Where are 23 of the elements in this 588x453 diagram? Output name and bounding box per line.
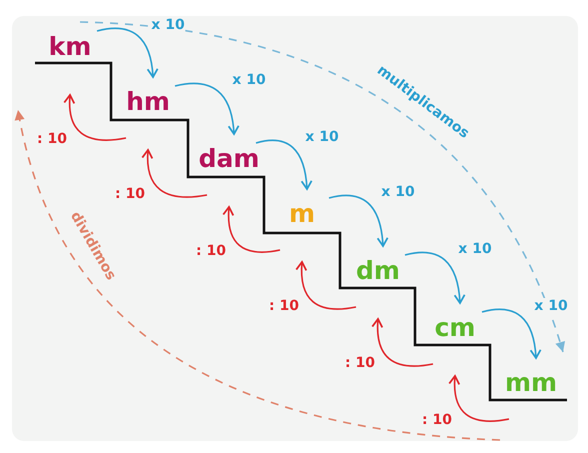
unit-label: mm — [504, 369, 558, 397]
unit-label: dam — [198, 145, 260, 173]
curved-arrow — [372, 318, 434, 367]
unit-label: cm — [434, 314, 476, 342]
curved-arrow — [64, 94, 126, 141]
edge-label: x 10 — [533, 298, 569, 314]
dashed-arrow — [80, 21, 564, 352]
unit-label: dm — [356, 257, 400, 285]
curved-arrow — [328, 194, 388, 247]
curved-arrow — [222, 206, 280, 253]
curved-arrow — [142, 149, 208, 198]
curved-arrow — [448, 375, 510, 422]
curved-arrow — [96, 28, 158, 78]
unit-label: hm — [126, 88, 170, 116]
curved-arrow — [404, 252, 466, 304]
unit-label: m — [288, 200, 316, 228]
edge-label: x 10 — [150, 17, 186, 33]
curved-arrow — [296, 261, 356, 310]
curved-arrow — [174, 82, 240, 135]
dashed-arrow — [15, 110, 500, 441]
unit-label: km — [48, 33, 92, 61]
curved-arrow — [256, 140, 312, 190]
curved-arrow — [482, 308, 542, 359]
